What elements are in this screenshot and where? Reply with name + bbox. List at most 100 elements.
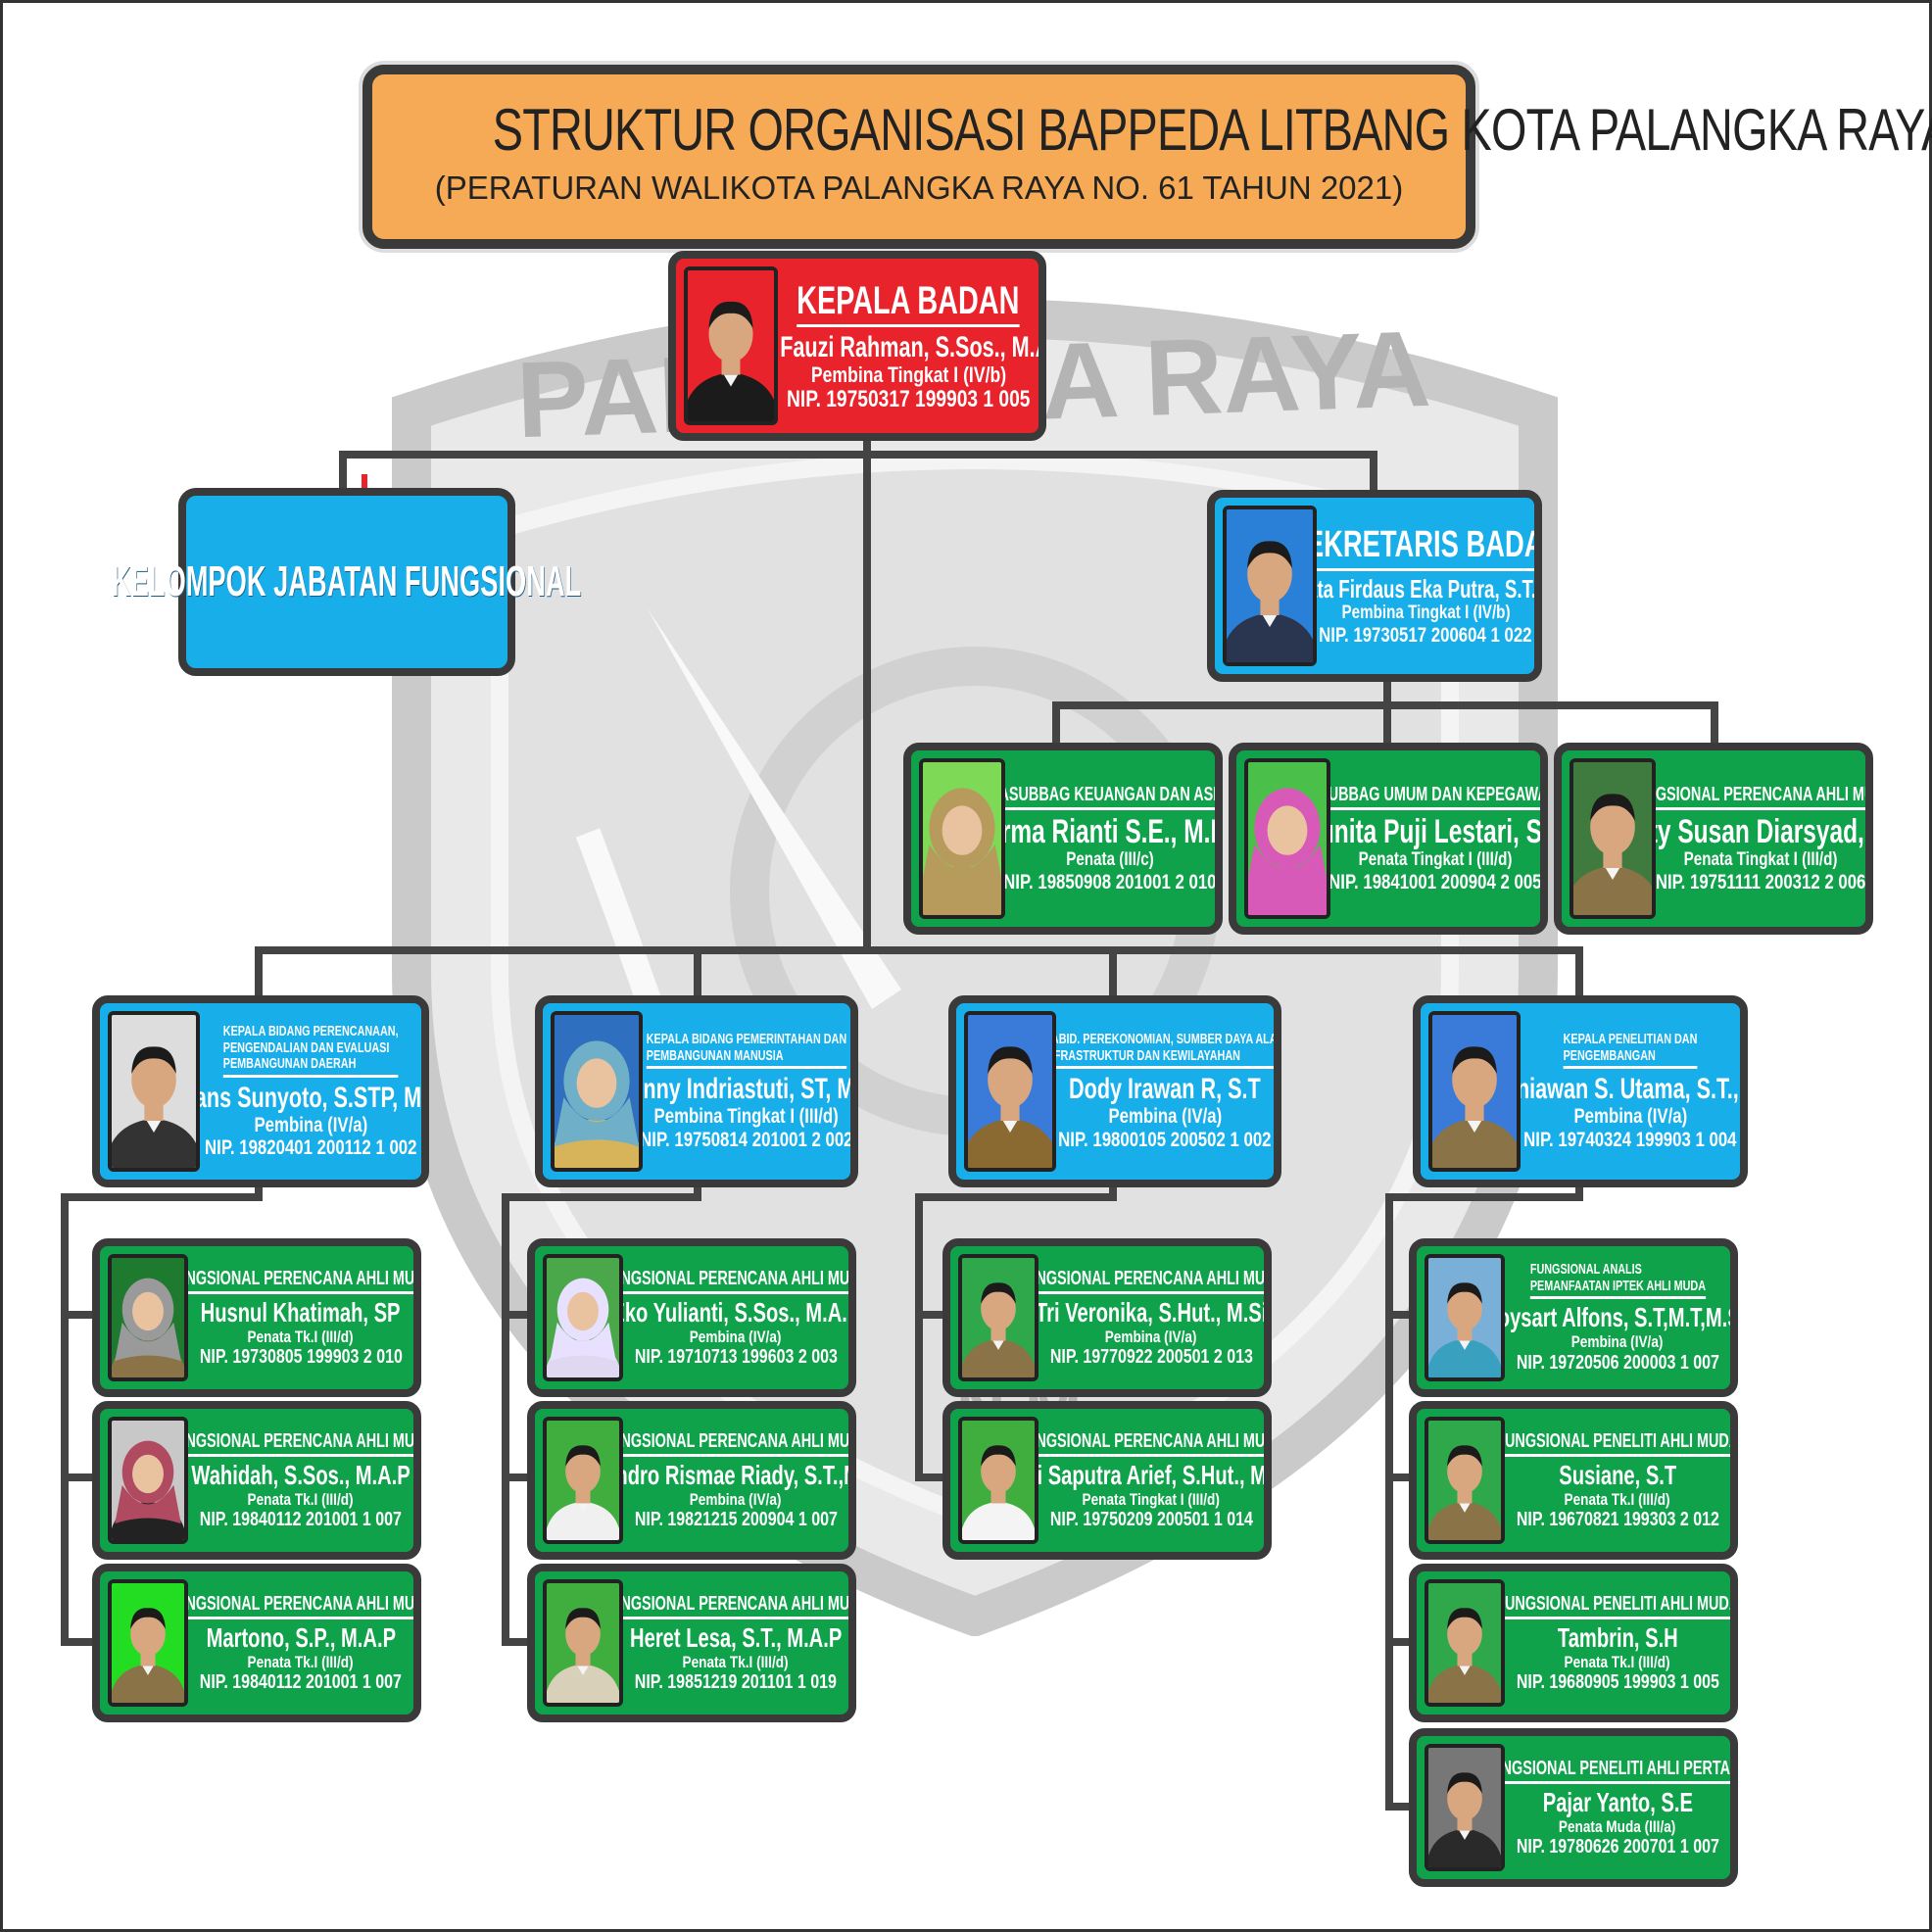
nip-number: NIP. 19780626 200701 1 007 (1516, 1836, 1719, 1859)
position-title-line: FUNGSIONAL ANALIS (1529, 1261, 1642, 1279)
nip-number: NIP. 19750209 200501 1 014 (1049, 1509, 1253, 1531)
card-sekretaris-badan: SEKRETARIS BADANSonata Firdaus Eka Putra… (1207, 490, 1542, 682)
portrait-silhouette (1248, 762, 1327, 915)
portrait-silhouette (1432, 1015, 1517, 1168)
nip-number: NIP. 19821215 200904 1 007 (634, 1509, 838, 1531)
person-name: Dr. Fauzi Rahman, S.Sos., M.A.P (778, 330, 1038, 363)
card-info: FUNGSIONAL PERENCANA AHLI MUDAAdi Saputr… (1038, 1409, 1264, 1552)
nip-number: NIP. 19740324 199903 1 004 (1523, 1128, 1737, 1151)
portrait-photo (543, 1579, 623, 1707)
card-kepala-bidang-1: KEPALA BIDANG PERENCANAAN,PENGENDALIAN D… (92, 995, 429, 1187)
rank-grade: Penata Muda (III/a) (1559, 1816, 1676, 1836)
position-title: FUNGSIONAL PERENCANA AHLI MUDA (1656, 784, 1865, 810)
chart-title-box: STRUKTUR ORGANISASI BAPPEDA LITBANG KOTA… (362, 65, 1932, 249)
rank-grade: Pembina (IV/a) (1108, 1105, 1222, 1129)
portrait-photo (108, 1011, 200, 1172)
nip-number: NIP. 19840112 201001 1 007 (199, 1509, 403, 1531)
kelompok-jabatan-fungsional-box: KELOMPOK JABATAN FUNGSIONAL (112, 488, 582, 676)
position-title: FUNGSIONAL PERENCANA AHLI MUDA (1038, 1430, 1264, 1457)
person-name: Wenny Indriastuti, ST, M.Si (643, 1073, 850, 1106)
position-title: FUNGSIONAL PERENCANA AHLI MUDA (623, 1268, 848, 1294)
card-kepala-bidang-3: KABID. PEREKONOMIAN, SUMBER DAYA ALAMINF… (948, 995, 1281, 1187)
nip-number: NIP. 19730805 199903 2 010 (199, 1346, 403, 1369)
person-name: Tri Veronika, S.Hut., M.Si (1038, 1296, 1264, 1328)
rank-grade: Pembina (IV/a) (1573, 1105, 1687, 1129)
person-name: Kurniawan S. Utama, S.T., M.T (1521, 1073, 1740, 1106)
card-fungsional-1-1: FUNGSIONAL PERENCANA AHLI MUDAHusnul Kha… (92, 1238, 421, 1397)
person-name: Susiane, S.T (1559, 1459, 1676, 1490)
rank-grade: Penata Tk.I (III/d) (247, 1489, 355, 1509)
card-info: KEPALA BADANDr. Fauzi Rahman, S.Sos., M.… (778, 259, 1038, 433)
portrait-photo (108, 1579, 188, 1707)
portrait-photo (108, 1254, 188, 1381)
position-title: KEPALA BIDANG PERENCANAAN,PENGENDALIAN D… (222, 1023, 399, 1078)
person-name: Eko Yulianti, S.Sos., M.A.P (623, 1296, 848, 1328)
position-title: KASUBBAG UMUM DAN KEPEGAWAIAN (1330, 784, 1540, 810)
portrait-silhouette (547, 1583, 619, 1703)
portrait-silhouette (547, 1258, 619, 1377)
position-title: FUNGSIONAL PERENCANA AHLI MUDA (623, 1430, 848, 1457)
card-info: FUNGSIONAL PERENCANA AHLI MUDAHusnul Kha… (188, 1246, 413, 1389)
rank-grade: Pembina (IV/a) (254, 1113, 367, 1136)
person-name: Sonata Firdaus Eka Putra, S.T., M.T (1317, 574, 1534, 604)
portrait-silhouette (112, 1421, 184, 1540)
card-kepala-bidang-4: KEPALA PENELITIAN DANPENGEMBANGANKurniaw… (1413, 995, 1748, 1187)
nip-number: NIP. 19750317 199903 1 005 (786, 385, 1031, 412)
card-info: FUNGSIONAL PERENCANA AHLI MUDAEko Yulian… (623, 1246, 848, 1389)
rank-grade: Penata Tk.I (III/d) (682, 1652, 790, 1671)
position-title-line: KEPALA BIDANG PERENCANAAN, (222, 1023, 399, 1040)
portrait-photo (1223, 506, 1317, 666)
portrait-photo (108, 1417, 188, 1544)
person-name: Yunita Puji Lestari, S.H (1330, 812, 1540, 850)
nip-number: NIP. 19730517 200604 1 022 (1319, 623, 1532, 647)
rank-grade: Pembina (IV/a) (1105, 1327, 1197, 1346)
position-title-line: KABID. PEREKONOMIAN, SUMBER DAYA ALAM (1056, 1031, 1274, 1048)
rank-grade: Pembina Tingkat I (III/d) (653, 1105, 840, 1129)
card-info: KEPALA PENELITIAN DANPENGEMBANGANKurniaw… (1521, 1003, 1740, 1180)
position-title: FUNGSIONAL PERENCANA AHLI MUDA (188, 1593, 413, 1619)
card-fungsional-3-1: FUNGSIONAL PERENCANA AHLI MUDATri Veroni… (942, 1238, 1272, 1397)
card-info: FUNGSIONAL PERENCANA AHLI MUDARendro Ris… (623, 1409, 848, 1552)
portrait-photo (543, 1254, 623, 1381)
kelompok-jabatan-fungsional-label: KELOMPOK JABATAN FUNGSIONAL (112, 557, 582, 605)
rank-grade: Pembina (IV/a) (690, 1489, 782, 1509)
person-name: Dody Irawan R, S.T (1069, 1073, 1261, 1106)
portrait-silhouette (1428, 1421, 1501, 1540)
position-title: FUNGSIONAL PENELITI AHLI PERTAMA (1505, 1758, 1730, 1784)
portrait-silhouette (1428, 1748, 1501, 1867)
nip-number: NIP. 19851219 201101 1 019 (634, 1671, 838, 1694)
rank-grade: Penata (III/c) (1066, 849, 1154, 871)
card-info: KASUBBAG KEUANGAN DAN ASETIrma Rianti S.… (1005, 750, 1215, 927)
card-info: FUNGSIONAL PENELITI AHLI PERTAMAPajar Ya… (1505, 1736, 1730, 1879)
portrait-photo (964, 1011, 1056, 1172)
position-title-line: KEPALA BIDANG PEMERINTAHAN DAN (646, 1031, 847, 1048)
nip-number: NIP. 19850908 201001 2 010 (1005, 871, 1215, 894)
position-title-line: PEMBANGUNAN MANUSIA (646, 1046, 784, 1064)
card-fungsional-2-2: FUNGSIONAL PERENCANA AHLI MUDARendro Ris… (527, 1401, 856, 1560)
card-info: FUNGSIONAL PERENCANA AHLI MUDAHeret Lesa… (623, 1571, 848, 1715)
card-fungsional-1-2: FUNGSIONAL PERENCANA AHLI MUDAWahidah, S… (92, 1401, 421, 1560)
portrait-silhouette (962, 1258, 1035, 1377)
chart-title: STRUKTUR ORGANISASI BAPPEDA LITBANG KOTA… (492, 97, 1932, 163)
portrait-photo (1425, 1744, 1505, 1871)
card-info: FUNGSIONAL PERENCANA AHLI MUDATri Veroni… (1038, 1246, 1264, 1389)
card-sekretariat-2: KASUBBAG UMUM DAN KEPEGAWAIANYunita Puji… (1229, 743, 1548, 935)
position-title: KEPALA BADAN (797, 279, 1020, 327)
rank-grade: Penata Tk.I (III/d) (1564, 1489, 1671, 1509)
portrait-silhouette (688, 270, 774, 421)
person-name: Martono, S.P., M.A.P (206, 1621, 396, 1653)
portrait-silhouette (112, 1015, 196, 1168)
portrait-photo (1425, 1417, 1505, 1544)
card-sekretariat-1: KASUBBAG KEUANGAN DAN ASETIrma Rianti S.… (903, 743, 1223, 935)
portrait-photo (1428, 1011, 1521, 1172)
position-title: FUNGSIONAL PERENCANA AHLI MUDA (188, 1430, 413, 1457)
rank-grade: Pembina Tingkat I (IV/b) (810, 362, 1006, 387)
position-title: FUNGSIONAL PERENCANA AHLI MUDA (1038, 1268, 1264, 1294)
